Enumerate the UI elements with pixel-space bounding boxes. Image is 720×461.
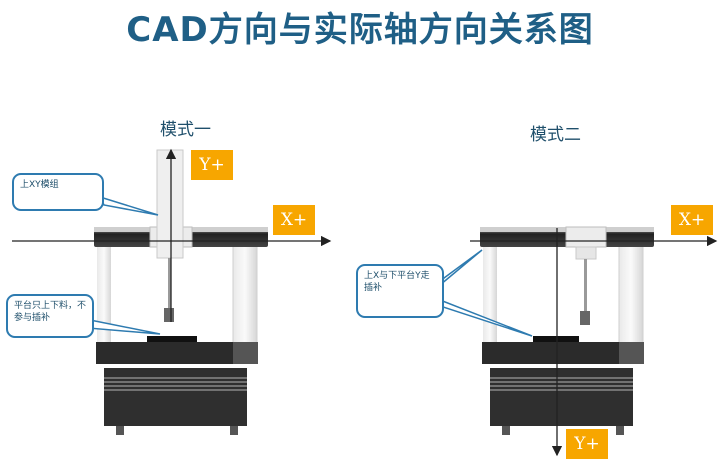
carriage bbox=[565, 226, 607, 248]
callout-pointer-top bbox=[98, 195, 159, 216]
machine-mode-two bbox=[439, 226, 718, 457]
mode-one-x-axis-badge: X+ bbox=[273, 205, 315, 235]
left-pillar bbox=[483, 245, 497, 345]
machine-table bbox=[482, 342, 644, 364]
callout-pointer-rail bbox=[439, 249, 483, 286]
mode-two-label: 模式二 bbox=[530, 125, 581, 145]
mode-two-x-axis-badge: X+ bbox=[671, 205, 713, 235]
left-pillar bbox=[97, 245, 111, 345]
right-pillar bbox=[618, 244, 644, 346]
mode-one-y-axis-badge: Y+ bbox=[191, 150, 233, 180]
machine-base bbox=[104, 368, 247, 426]
right-pillar bbox=[232, 244, 258, 346]
machine-mode-one bbox=[12, 148, 332, 435]
mode-one-label: 模式一 bbox=[160, 120, 211, 140]
platform bbox=[533, 336, 579, 342]
spindle-head bbox=[164, 308, 174, 322]
z-column bbox=[156, 149, 184, 259]
platform bbox=[147, 336, 197, 342]
machine-table bbox=[96, 342, 258, 364]
mode-two-y-axis-badge: Y+ bbox=[566, 429, 608, 459]
spindle-head bbox=[580, 311, 590, 325]
machine-base bbox=[490, 368, 633, 426]
page-title: CAD方向与实际轴方向关系图 bbox=[126, 10, 594, 50]
callout-upper-xy-module: 上XY模组 bbox=[12, 173, 104, 211]
callout-xy-interpolation: 上X与下平台Y走插补 bbox=[356, 264, 444, 318]
callout-platform-load-only: 平台只上下料，不参与插补 bbox=[6, 294, 94, 338]
